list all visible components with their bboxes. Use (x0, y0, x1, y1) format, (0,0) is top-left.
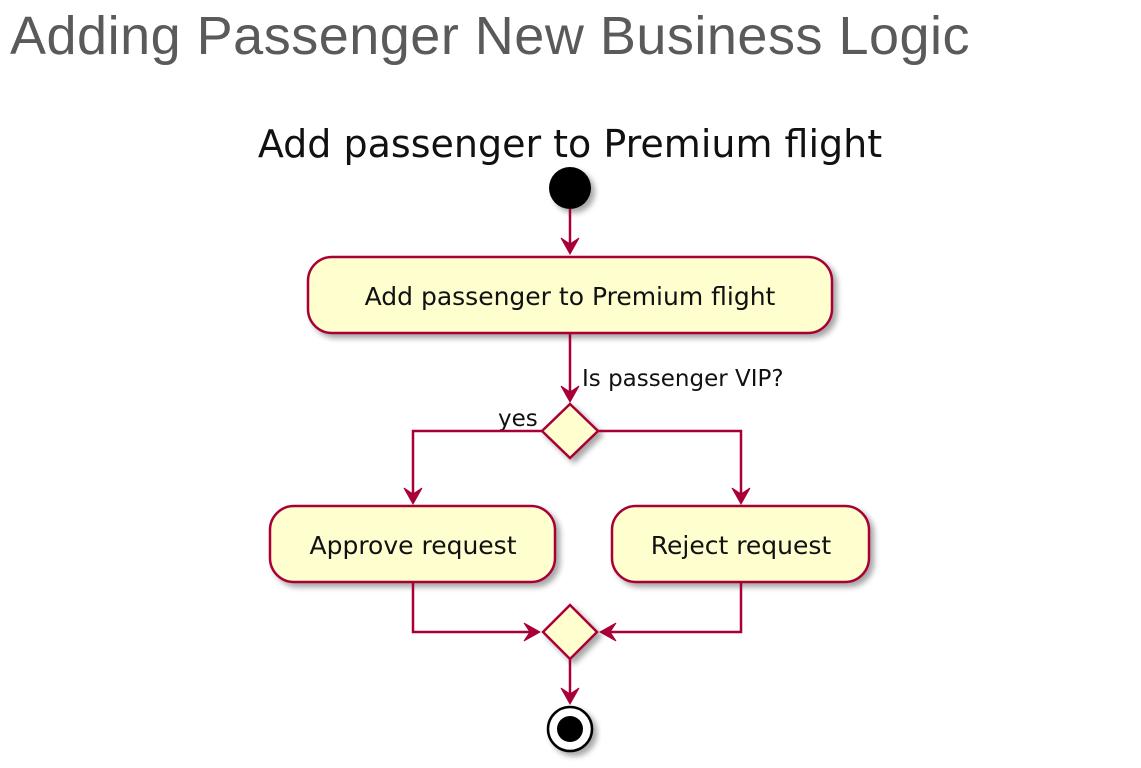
merge-diamond (541, 603, 599, 661)
start-node (549, 167, 591, 209)
node-approve-request-label: Approve request (309, 531, 516, 560)
node-add-passenger-label: Add passenger to Premium flight (365, 282, 776, 311)
slide-title: Adding Passenger New Business Logic (10, 6, 971, 66)
decision-diamond (540, 402, 600, 460)
yes-branch-label: yes (498, 406, 538, 432)
node-reject-request-label: Reject request (651, 531, 832, 560)
arrowhead-start-to-add (560, 237, 580, 256)
edge-decision-to-reject (598, 429, 743, 500)
edge-reject-to-merge (604, 582, 743, 634)
arrowhead-approve-to-merge (523, 622, 542, 642)
edge-decision-to-approve (411, 429, 542, 500)
arrowhead-reject-to-merge (598, 622, 617, 642)
edge-approve-to-merge (411, 582, 536, 634)
decision-question-label: Is passenger VIP? (582, 366, 784, 392)
arrowhead-merge-to-end (560, 687, 580, 706)
arrowhead-decision-to-approve (403, 487, 423, 506)
arrowhead-add-to-decision (560, 385, 580, 404)
arrowhead-decision-to-reject (731, 487, 751, 506)
diagram-title: Add passenger to Premium flight (258, 122, 882, 166)
end-node (546, 705, 594, 753)
